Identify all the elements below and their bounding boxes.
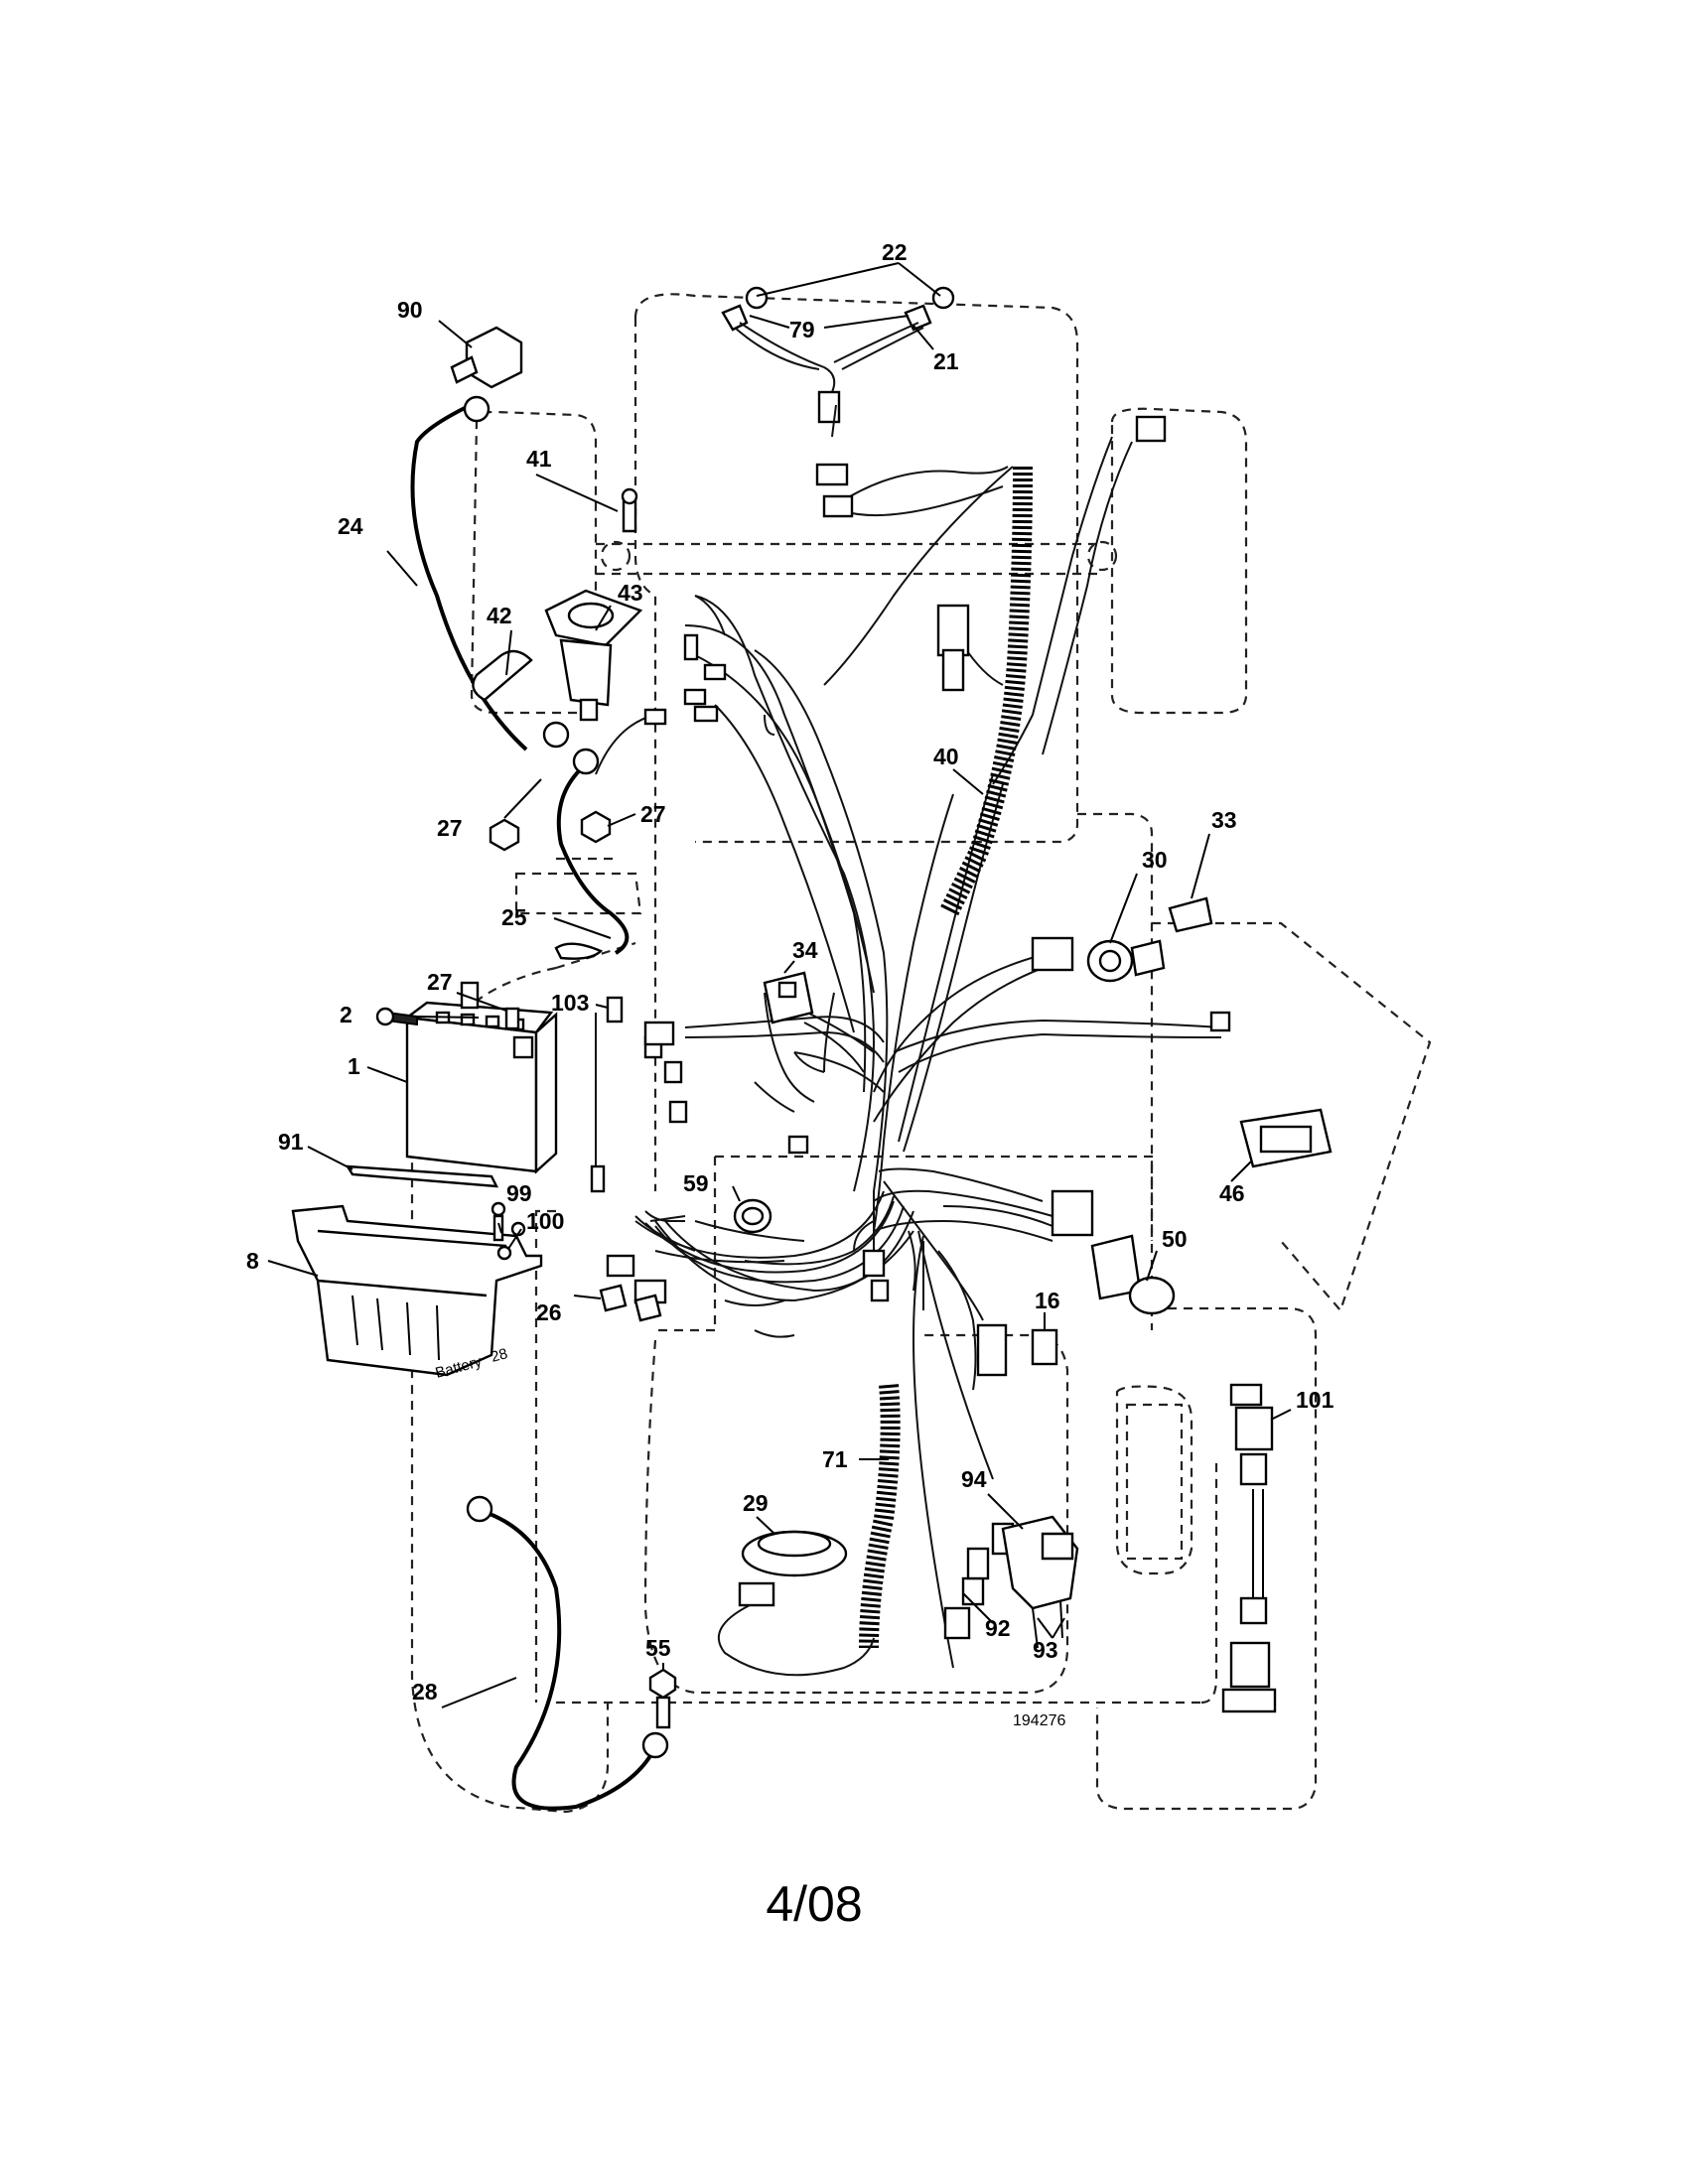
harness-connectors <box>606 415 1231 1640</box>
terminal-cover <box>465 326 523 389</box>
pto-switch-34 <box>763 971 814 1024</box>
callout-33: 33 <box>1211 807 1237 833</box>
battery-cable-24 <box>410 405 528 751</box>
callout-46: 46 <box>1219 1180 1245 1206</box>
hour-meter-46 <box>1239 1108 1333 1168</box>
interlock-switch-33 <box>1168 896 1213 933</box>
horn-29 <box>717 1530 875 1677</box>
callout-90: 90 <box>397 297 423 323</box>
callout-93: 93 <box>1033 1637 1058 1663</box>
battery-tray-number: 28 <box>490 1345 510 1366</box>
callout-26: 26 <box>536 1299 562 1325</box>
callout-59: 59 <box>683 1170 709 1196</box>
terminal-boot <box>472 649 533 702</box>
callout-91: 91 <box>278 1129 304 1155</box>
callout-71: 71 <box>822 1446 848 1472</box>
callout-21: 21 <box>933 348 959 374</box>
callout-2: 2 <box>340 1002 352 1027</box>
headlight-assembly <box>721 286 955 438</box>
bolt-99 <box>491 1201 506 1242</box>
hex-nut-27b <box>580 810 612 844</box>
seat-switch-94 <box>1001 1515 1079 1649</box>
ring-terminal-25 <box>572 748 600 775</box>
light-switch-50 <box>1090 1234 1176 1315</box>
callout-103: 103 <box>551 990 589 1016</box>
callout-29: 29 <box>743 1490 769 1516</box>
callout-79: 79 <box>789 317 815 342</box>
callout-25: 25 <box>501 904 527 930</box>
callout-100: 100 <box>526 1208 564 1234</box>
ring-terminal-top <box>463 395 491 423</box>
fuse-26 <box>599 1284 662 1322</box>
ring-terminal-28-bottom <box>641 1731 669 1759</box>
fuse-holder-101 <box>1221 1383 1277 1713</box>
drawing-number: 194276 <box>1013 1712 1065 1729</box>
callout-50: 50 <box>1162 1226 1188 1252</box>
callout-30: 30 <box>1142 847 1168 873</box>
hex-nut-27a <box>489 818 520 852</box>
ring-terminal-28-top <box>466 1495 493 1523</box>
harness-sleeve-40 <box>939 466 1033 918</box>
callout-27b: 27 <box>640 801 666 827</box>
callout-labels: 1 2 8 16 21 22 24 25 26 27 27 27 28 29 3… <box>246 239 1334 1705</box>
callout-16: 16 <box>1035 1288 1060 1313</box>
relay-16 <box>1031 1328 1058 1366</box>
callout-55: 55 <box>645 1635 671 1661</box>
leader-lines <box>267 262 1292 1708</box>
main-harness <box>595 436 1222 1669</box>
callout-1: 1 <box>348 1053 360 1079</box>
bolt-55 <box>648 1668 677 1729</box>
callout-41: 41 <box>526 446 552 472</box>
page-date: 4/08 <box>766 1876 862 1932</box>
washer-27c <box>504 1007 520 1030</box>
starter-solenoid <box>544 487 643 722</box>
callout-101: 101 <box>1296 1387 1334 1413</box>
callout-43: 43 <box>618 580 643 606</box>
harness-sleeve-71 <box>859 1384 901 1649</box>
callout-40: 40 <box>933 744 959 769</box>
callout-28: 28 <box>412 1679 438 1705</box>
callout-22: 22 <box>882 239 908 265</box>
ring-terminal-mid <box>542 721 570 749</box>
battery <box>403 981 558 1174</box>
callout-92: 92 <box>985 1615 1011 1641</box>
callout-34: 34 <box>792 937 818 963</box>
socket-59 <box>733 1198 772 1234</box>
battery-tray <box>291 1204 543 1377</box>
callout-24: 24 <box>338 513 363 539</box>
connector-103 <box>590 996 675 1193</box>
ground-cable-28 <box>481 1509 657 1811</box>
battery-cable-25 <box>556 762 630 955</box>
ring-terminal-25-bottom <box>554 942 604 960</box>
callout-99: 99 <box>506 1180 532 1206</box>
callout-8: 8 <box>246 1248 259 1274</box>
battery-strap <box>345 1164 499 1188</box>
callout-27a: 27 <box>437 815 463 841</box>
ignition-switch <box>1086 939 1166 983</box>
callout-94: 94 <box>961 1466 987 1492</box>
callout-27c: 27 <box>427 969 453 995</box>
callout-42: 42 <box>487 603 512 628</box>
